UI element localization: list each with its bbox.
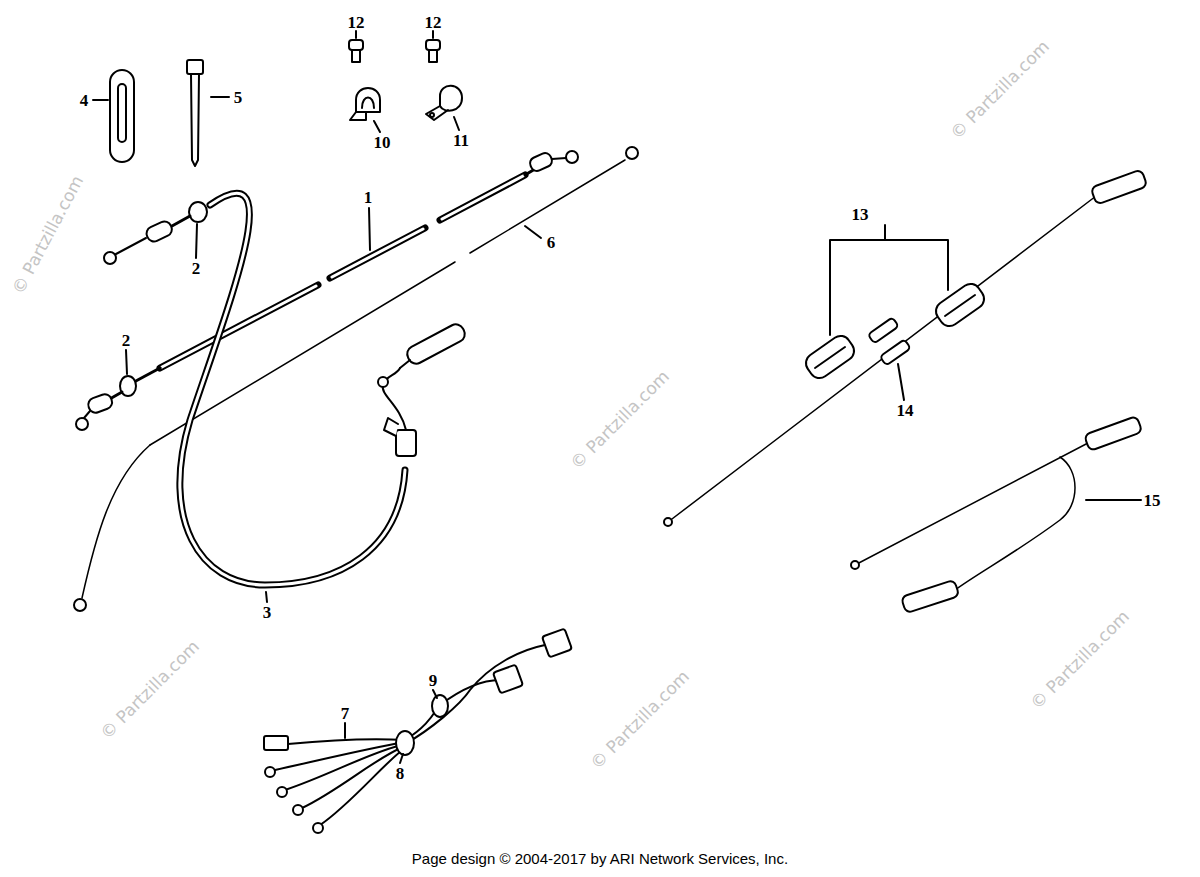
watermark: © Partzilla.com (1028, 608, 1133, 713)
callout-number: 2 (192, 260, 201, 277)
callout-number: 13 (852, 206, 869, 223)
watermark: © Partzilla.com (948, 38, 1053, 143)
watermark: © Partzilla.com (568, 368, 673, 473)
watermark: © Partzilla.com (10, 173, 87, 297)
callout-number: 4 (80, 92, 89, 109)
callout-number: 15 (1144, 492, 1161, 509)
callout-number: 11 (453, 132, 469, 149)
callout-number: 7 (341, 705, 350, 722)
callout-number: 2 (122, 332, 131, 349)
callout-number: 9 (429, 672, 438, 689)
callout-number: 8 (396, 765, 405, 782)
watermark: © Partzilla.com (98, 638, 203, 743)
callout-number: 12 (425, 14, 442, 31)
callout-number: 10 (374, 134, 391, 151)
callout-number: 5 (234, 89, 243, 106)
callout-number: 6 (547, 234, 556, 251)
callout-number: 14 (897, 402, 914, 419)
watermark: © Partzilla.com (588, 668, 693, 773)
callout-number: 3 (263, 604, 272, 621)
footer-note: Page design © 2004-2017 by ARI Network S… (412, 851, 788, 866)
callout-number: 1 (364, 189, 373, 206)
callout-number: 12 (348, 14, 365, 31)
